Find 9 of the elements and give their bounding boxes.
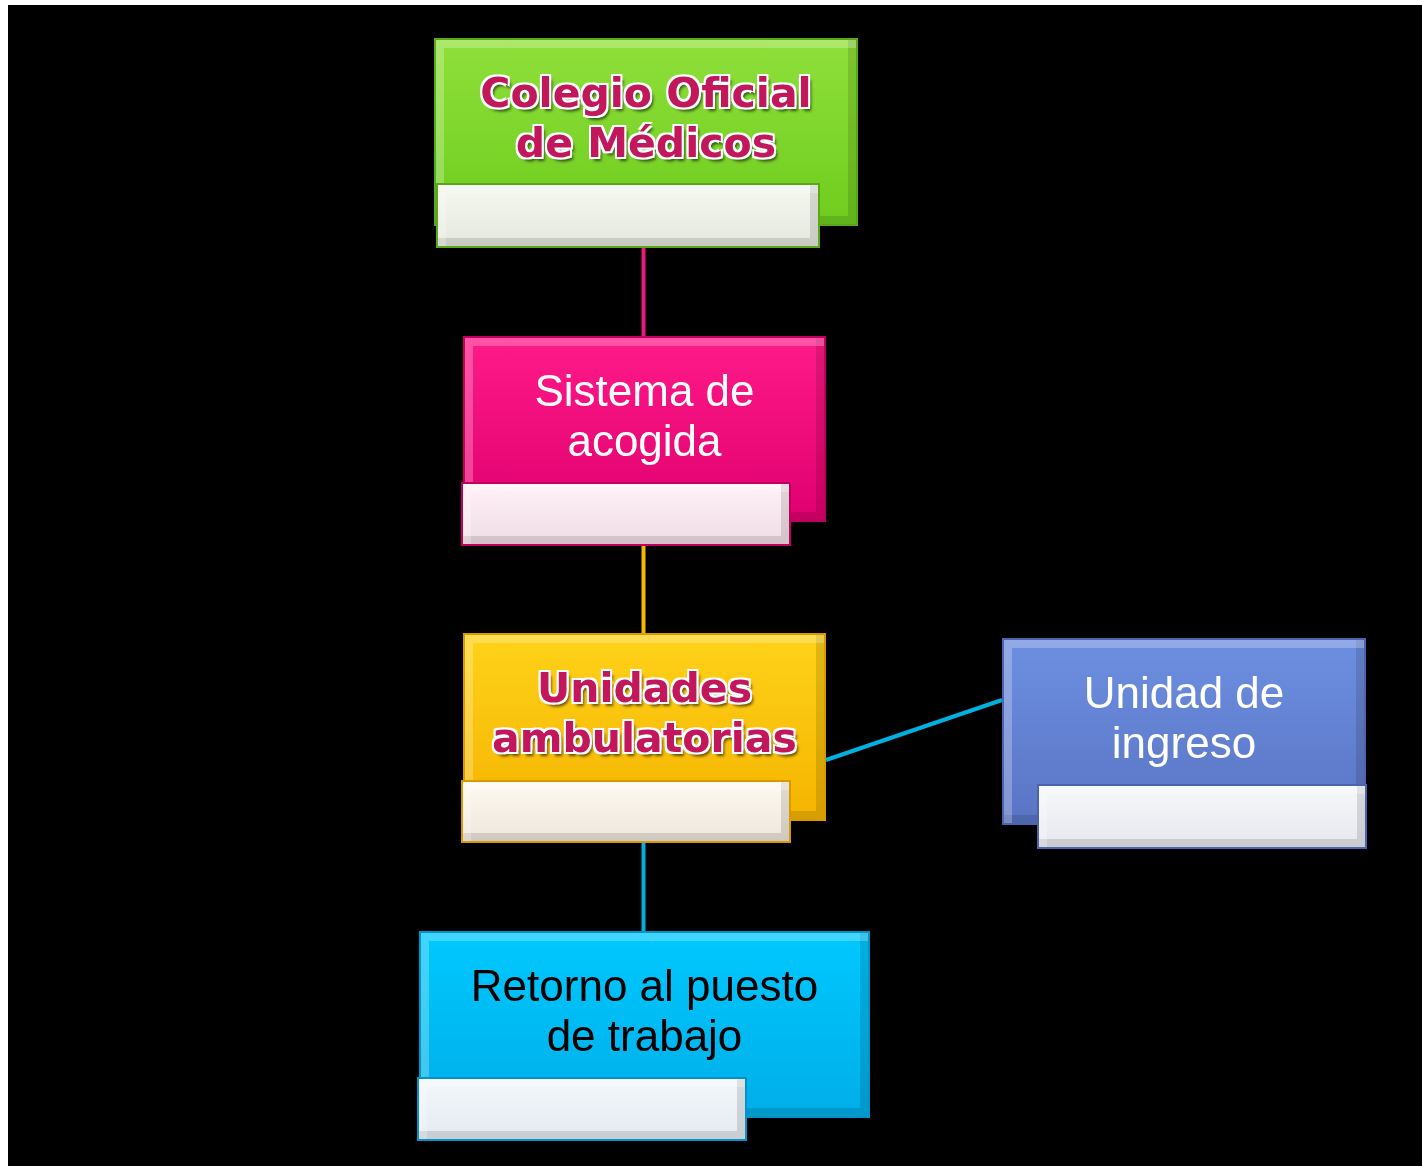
box-title: Retorno al puesto de trabajo bbox=[469, 961, 820, 1061]
box-title: Unidad de ingreso bbox=[1082, 668, 1286, 768]
box-title: Colegio Oficial de Médicos bbox=[479, 68, 813, 168]
connector-line bbox=[641, 843, 646, 931]
box-title: Sistema de acogida bbox=[533, 366, 756, 466]
box-title: Unidades ambulatorias bbox=[491, 663, 798, 763]
connector-line bbox=[825, 698, 1003, 762]
connector-line bbox=[641, 248, 646, 336]
connector-line bbox=[641, 546, 646, 633]
